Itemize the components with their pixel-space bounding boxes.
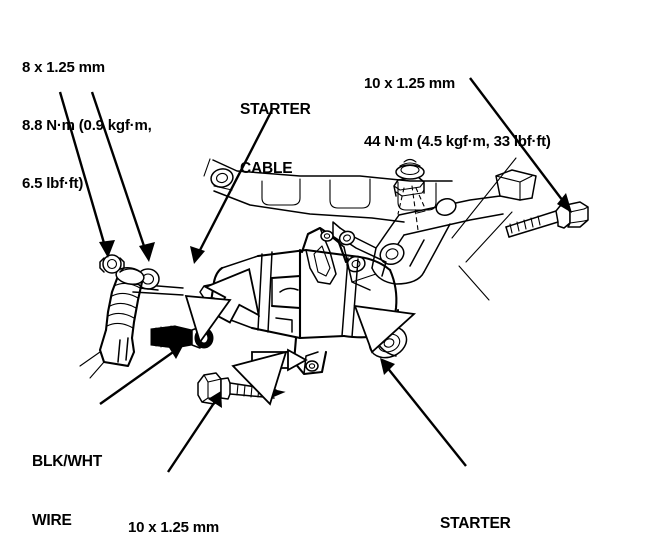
install-direction-arrow-mid (184, 294, 232, 345)
leader-torque-10mm-upper (469, 77, 572, 213)
flange-head-bolt-upper (505, 201, 589, 238)
torque-spec-8mm-label: 8 x 1.25 mm 8.8 N·m (0.9 kgf·m, 6.5 lbf·… (22, 20, 152, 231)
install-direction-arrow-lower (231, 348, 308, 406)
leader-blk-wht-wire (99, 344, 184, 405)
torque-spec-10mm-upper-label: 10 x 1.25 mm 44 N·m (4.5 kgf·m, 33 lbf·f… (364, 36, 551, 190)
subframe-crossmember (203, 158, 453, 223)
leader-starter-cable (190, 109, 274, 264)
leader-torque-8mm-to-nut (58, 91, 115, 258)
torque-spec-8mm-line1: 8 x 1.25 mm (22, 59, 105, 77)
torque-spec-10mm-lower-line1: 10 x 1.25 mm (128, 519, 219, 537)
starter-line1: STARTER (440, 514, 511, 532)
starter-cable (79, 254, 184, 379)
torque-spec-8mm-line3: 6.5 lbf·ft) (22, 174, 84, 192)
blk-wht-wire-line1: BLK/WHT (32, 452, 103, 470)
leader-torque-10mm-lower (167, 391, 222, 473)
blk-wht-wire-label: BLK/WHT WIRE (32, 412, 102, 546)
starter-cable-line1: STARTER (240, 100, 311, 118)
torque-spec-10mm-upper-line1: 10 x 1.25 mm (364, 75, 455, 93)
torque-spec-8mm-line2: 8.8 N·m (0.9 kgf·m, (22, 116, 152, 134)
blk-wht-wire-line2: WIRE (32, 512, 72, 530)
starter-cable-label: STARTER CABLE (240, 60, 311, 219)
install-direction-arrow-rear (353, 304, 417, 354)
starter-label: STARTER (440, 474, 511, 546)
starter-cable-line2: CABLE (240, 160, 293, 178)
ball-joint-boot (393, 158, 425, 231)
leader-starter (380, 358, 467, 467)
leader-torque-8mm-to-terminal (90, 91, 155, 262)
suspension-lower-arm (332, 169, 537, 291)
torque-spec-10mm-upper-line2: 44 N·m (4.5 kgf·m, 33 lbf·ft) (364, 132, 551, 150)
torque-spec-10mm-lower-label: 10 x 1.25 mm 44 N·m (4.5 kgf·m, 33 lbf·f… (128, 480, 315, 546)
blk-wht-wire (150, 325, 214, 349)
